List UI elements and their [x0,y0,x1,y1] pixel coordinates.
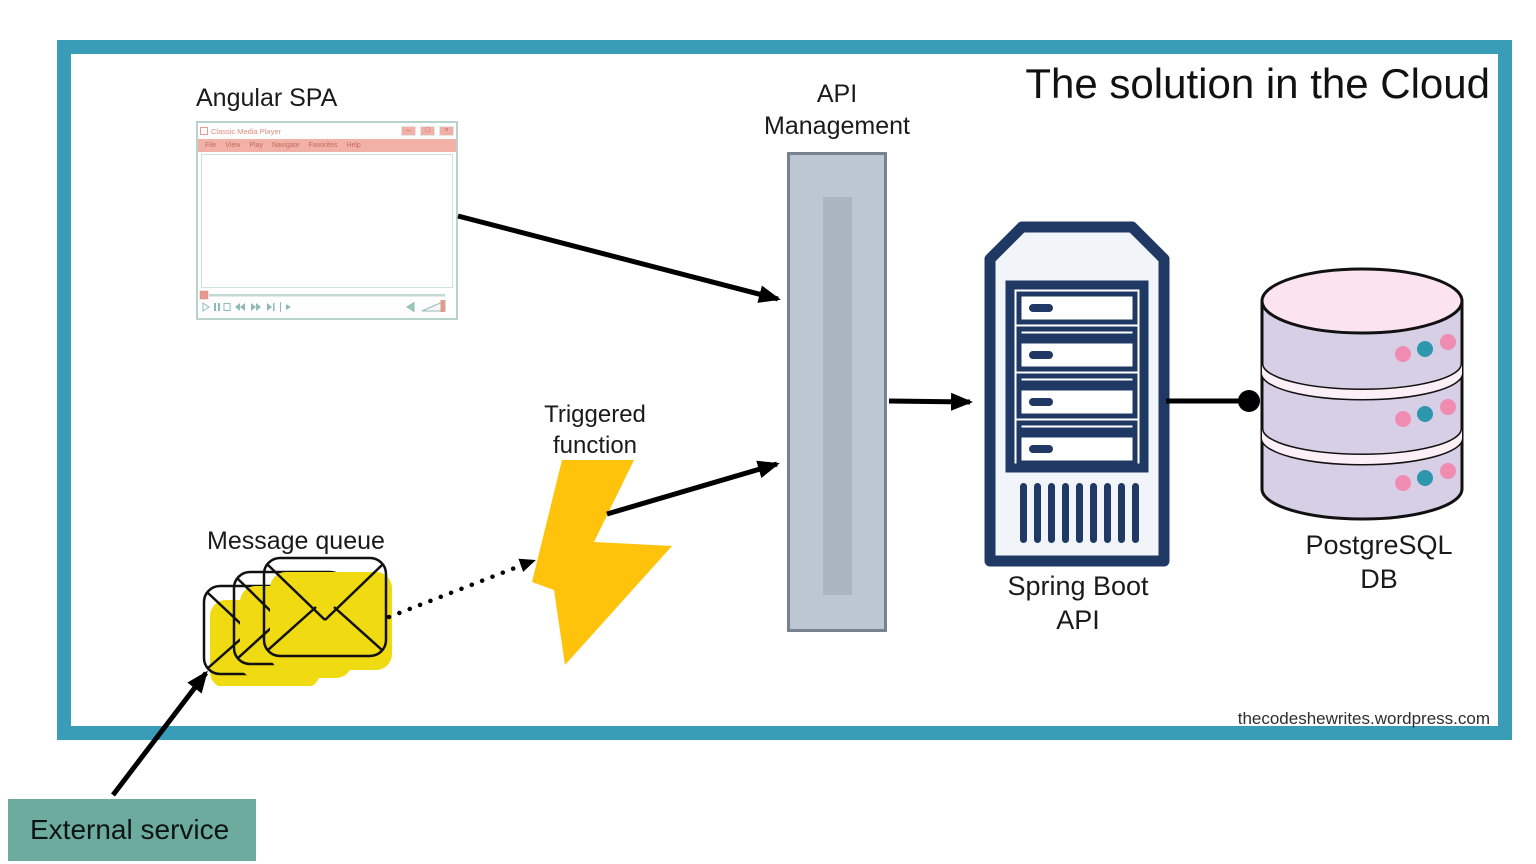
media-player-app-icon [200,127,208,135]
media-player-titlebar[interactable]: Classic Media Player – □ × [198,123,456,139]
api-management-inner-bar [823,197,852,595]
menu-file[interactable]: File [205,142,217,149]
watermark: thecodeshewrites.wordpress.com [1237,709,1490,728]
angular-spa-label: Angular SPA [196,84,338,112]
server-vent [1020,483,1139,543]
rack-separator [1016,420,1138,433]
seek-slider-handle[interactable] [199,290,209,300]
rewind-icon[interactable] [235,303,240,311]
speaker-icon[interactable] [406,301,415,313]
seek-slider-track[interactable] [209,294,445,297]
rack-separator [1016,326,1138,339]
message-queue-icon[interactable] [199,556,395,686]
menu-help[interactable]: Help [346,142,361,149]
separator [280,302,281,312]
db-separator [1262,429,1462,464]
minimize-button[interactable]: – [401,126,416,136]
api-management-label: API Management [764,80,910,140]
message-queue-label: Message queue [207,527,385,555]
skip-icon[interactable] [267,303,272,311]
transport-controls-icons [199,290,446,313]
page-title: The solution in the Cloud [1025,60,1490,107]
external-service-label: External service [30,814,230,845]
media-player-viewport [201,154,453,288]
close-button[interactable]: × [439,126,454,136]
envelope [262,556,392,670]
media-player-window[interactable]: Classic Media Player – □ × File View Pla… [196,121,458,320]
unit-led [1029,351,1053,359]
external-service-node[interactable]: External service [8,799,256,861]
bolt-shape [532,460,672,665]
rack-unit [1016,338,1138,372]
forward-icon[interactable] [251,303,256,311]
db-separator [1262,364,1462,399]
spring-boot-label: Spring Boot API [1007,571,1149,635]
media-player-title: Classic Media Player [211,126,282,136]
menu-view[interactable]: View [225,142,241,149]
stop-icon[interactable] [223,303,231,311]
db-dots [1395,334,1456,491]
volume-handle[interactable] [440,300,446,312]
rewind-icon[interactable] [240,303,245,311]
unit-led [1029,398,1053,406]
play-icon[interactable] [202,302,210,312]
skip-icon [273,303,275,311]
db-body [1262,301,1462,519]
menu-navigate[interactable]: Navigate [271,142,300,149]
forward-icon[interactable] [256,303,261,311]
pause-icon[interactable] [214,303,220,311]
maximize-button[interactable]: □ [420,126,435,136]
db-top [1260,267,1464,335]
lightning-bolt-icon[interactable] [532,460,674,666]
api-management-node[interactable] [787,152,887,632]
triggered-function-label: Triggered function [544,401,646,459]
rack-separator [1016,373,1138,386]
step-icon[interactable] [286,304,291,310]
database-icon[interactable] [1255,261,1469,527]
media-player-menubar: File View Play Navigate Favorites Help [198,139,456,152]
menu-play[interactable]: Play [249,142,263,149]
postgresql-label: PostgreSQL DB [1305,530,1453,594]
unit-led [1029,304,1053,312]
unit-led [1029,445,1053,453]
server-icon[interactable] [984,221,1170,567]
media-player-transport-bar[interactable] [198,290,456,318]
menu-favorites[interactable]: Favorites [308,142,338,149]
